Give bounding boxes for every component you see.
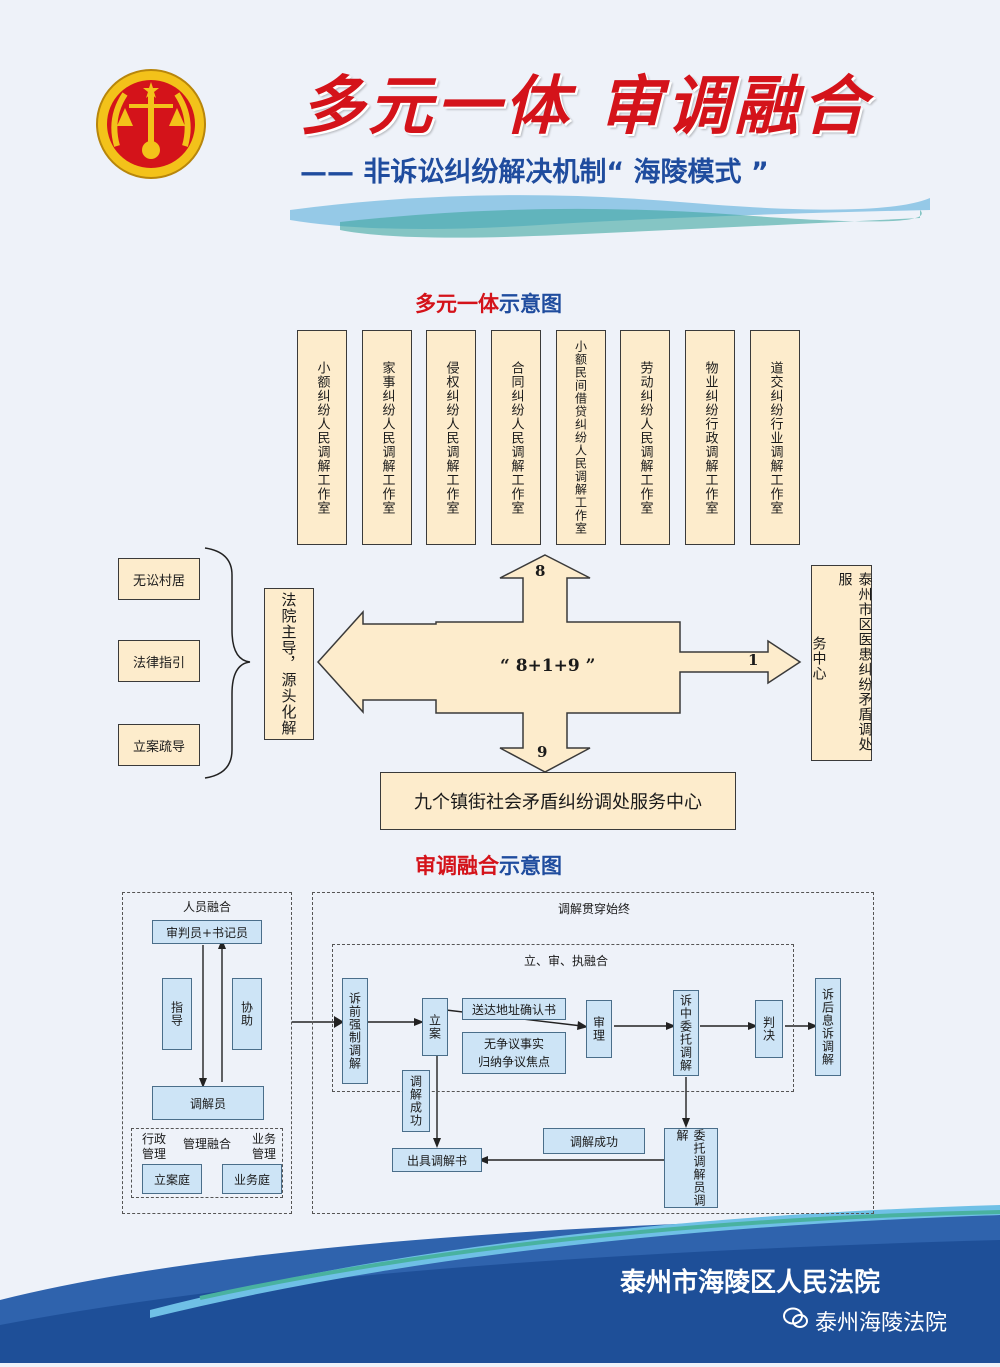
room-box-7: 物业纠纷行政调解工作室 (685, 330, 735, 545)
room-box-6: 劳动纠纷人民调解工作室 (620, 330, 670, 545)
page-subtitle: —— 非诉讼纠纷解决机制“ 海陵模式 ” (300, 157, 769, 188)
page-title: 多元一体 审调融合 (300, 69, 871, 144)
section2-title-blue: 示意图 (499, 853, 562, 878)
cross-center-label: “ 8+1+9 ” (500, 656, 596, 676)
dispute-focus-text: 归纳争议焦点 (477, 1055, 550, 1069)
mediation-success-box-2: 调解成功 (543, 1128, 645, 1154)
judge-clerk-box: 审判员+书记员 (152, 920, 262, 944)
left-item-2: 法律指引 (118, 640, 200, 682)
left-item-3: 立案疏导 (118, 724, 200, 766)
arrow-right-number: 1 (748, 651, 759, 669)
business-court-box: 业务庭 (222, 1164, 282, 1194)
footer-court-name: 泰州市海陵区人民法院 (620, 1268, 881, 1298)
filing-trial-exec-container (332, 944, 794, 1092)
entrusted-mediation-box: 诉中委托调解 (673, 990, 699, 1076)
admin-mgmt-label: 行政管理 (142, 1132, 167, 1161)
filing-trial-exec-label: 立、审、执融合 (524, 954, 609, 968)
court-led-box: 法院主导，源头化解 (264, 588, 314, 740)
management-merge-container (131, 1128, 283, 1198)
issue-mediation-book-box: 出具调解书 (392, 1148, 482, 1172)
medical-center-text-main: 泰州市区医患纠纷矛盾调处服 (836, 572, 873, 752)
court-emblem-icon (95, 68, 207, 180)
nine-towns-box: 九个镇街社会矛盾纠纷调处服务中心 (380, 772, 736, 830)
section2-title: 审调融合示意图 (415, 850, 562, 880)
mediation-success-box-1: 调解成功 (402, 1070, 430, 1132)
room-box-4: 合同纠纷人民调解工作室 (491, 330, 541, 545)
section1-title-blue: 示意图 (499, 291, 562, 316)
entrusted-mediator-box: 委托调解员调解 (664, 1128, 718, 1208)
room-box-3: 侵权纠纷人民调解工作室 (426, 330, 476, 545)
post-suit-mediation-box: 诉后息诉调解 (815, 978, 841, 1076)
mgmt-merge-label: 管理融合 (183, 1137, 232, 1151)
filing-court-box: 立案庭 (142, 1164, 202, 1194)
header-wave-decoration (280, 180, 940, 240)
personnel-merge-label: 人员融合 (183, 900, 232, 914)
section1-title: 多元一体示意图 (415, 288, 562, 318)
assist-box: 协助 (232, 978, 262, 1050)
arrow-up-number: 8 (535, 562, 546, 580)
biz-mgmt-label: 业务管理 (252, 1132, 277, 1161)
section2-title-red: 审调融合 (415, 853, 499, 878)
section1-title-red: 多元一体 (415, 291, 499, 316)
personnel-merge-container (122, 892, 292, 1214)
mediator-box: 调解员 (152, 1086, 264, 1120)
left-item-1: 无讼村居 (118, 558, 200, 600)
wechat-icon (782, 1304, 810, 1332)
medical-center-text-tail: 务中心 (810, 636, 827, 681)
medical-dispute-center-box: 泰州市区医患纠纷矛盾调处服 务中心 (810, 565, 873, 761)
room-box-1: 小额纠纷人民调解工作室 (297, 330, 347, 545)
room-box-5: 小额民间借贷纠纷人民调解工作室 (556, 330, 606, 545)
mediation-throughout-label: 调解贯穿始终 (558, 902, 631, 916)
room-box-2: 家事纠纷人民调解工作室 (362, 330, 412, 545)
guide-box: 指导 (162, 978, 192, 1050)
judgment-box: 判决 (755, 1000, 783, 1058)
pre-suit-mediation-box: 诉前强制调解 (342, 978, 368, 1084)
trial-box: 审理 (586, 1000, 612, 1058)
mediation-throughout-container (312, 892, 874, 1214)
service-address-box: 送达地址确认书 (462, 998, 566, 1020)
arrow-down-number: 9 (537, 743, 548, 761)
footer-wechat-account: 泰州海陵法院 (815, 1311, 948, 1336)
dispute-facts-box: 无争议事实 归纳争议焦点 (462, 1032, 566, 1074)
no-dispute-facts-text: 无争议事实 (483, 1037, 544, 1051)
room-box-8: 道交纠纷行业调解工作室 (750, 330, 800, 545)
filing-box: 立案 (422, 998, 448, 1056)
